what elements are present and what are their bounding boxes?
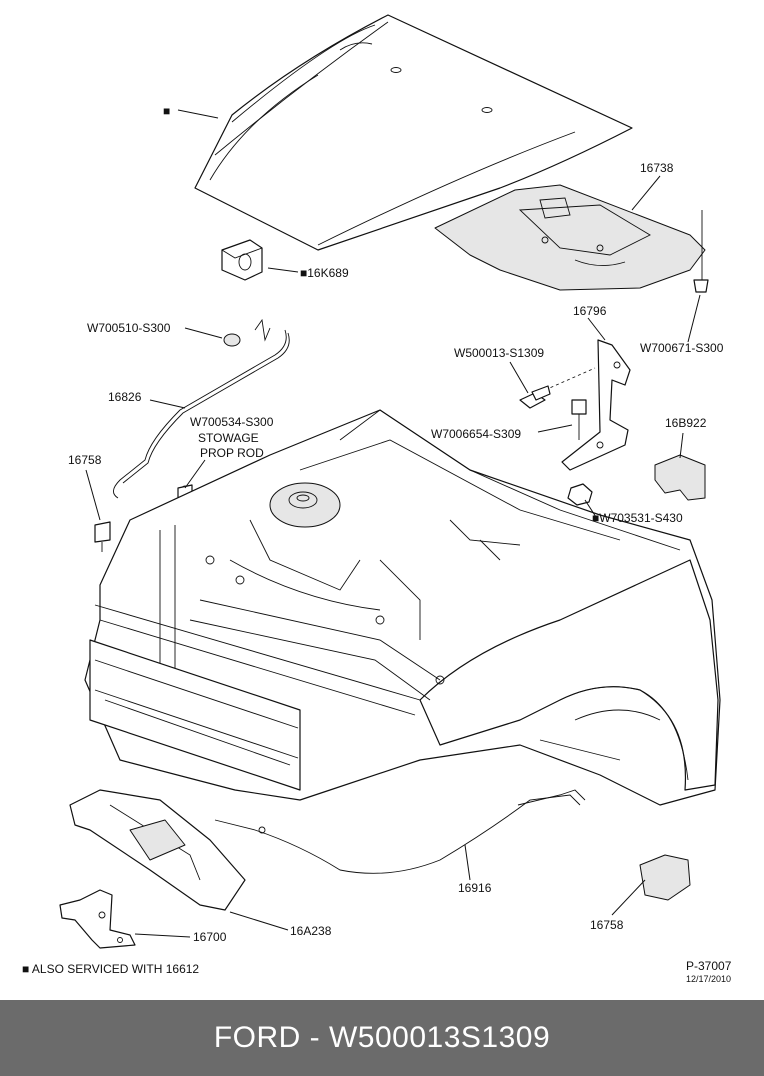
label-16738: 16738 bbox=[640, 161, 674, 175]
deflector-16a238 bbox=[69, 789, 246, 911]
front-body-structure bbox=[84, 409, 721, 806]
latch-16700 bbox=[59, 889, 136, 949]
bumper-16758-right bbox=[639, 854, 691, 901]
label-stowage: STOWAGE bbox=[198, 431, 259, 445]
label-w703531: ■W703531-S430 bbox=[592, 511, 683, 525]
grommet-w700510 bbox=[223, 318, 271, 347]
hood-bumper-16k689 bbox=[221, 239, 263, 281]
drawing-number: P-37007 bbox=[686, 959, 732, 973]
label-16826: 16826 bbox=[108, 390, 142, 404]
label-w700534: W700534-S300 bbox=[190, 415, 274, 429]
label-prop-rod: PROP ROD bbox=[200, 446, 264, 460]
label-16700: 16700 bbox=[193, 930, 227, 944]
label-16a238: 16A238 bbox=[290, 924, 332, 938]
label-16758-left: 16758 bbox=[68, 453, 102, 467]
label-16916: 16916 bbox=[458, 881, 492, 895]
part-labels: ■ ■16K689 16738 W700671-S300 W700510-S30… bbox=[68, 104, 724, 944]
hood-hinge-16796 bbox=[544, 339, 631, 471]
footer-banner: FORD - W500013S1309 bbox=[0, 1000, 764, 1076]
label-16796: 16796 bbox=[573, 304, 607, 318]
nut-w703531 bbox=[567, 483, 593, 506]
label-16758-right: 16758 bbox=[590, 918, 624, 932]
cable-16916 bbox=[214, 789, 586, 874]
drawing-date: 12/17/2010 bbox=[686, 974, 731, 984]
leader-lines bbox=[85, 109, 701, 938]
bracket-16b922 bbox=[654, 454, 706, 501]
label-16b922: 16B922 bbox=[665, 416, 707, 430]
label-w7006654: W7006654-S309 bbox=[431, 427, 521, 441]
bumper-16758-left bbox=[94, 521, 111, 552]
label-w700671: W700671-S300 bbox=[640, 341, 724, 355]
hood bbox=[194, 14, 633, 251]
label-16k689: ■16K689 bbox=[300, 266, 349, 280]
label-w700510: W700510-S300 bbox=[87, 321, 171, 335]
footer-title: FORD - W500013S1309 bbox=[213, 1021, 551, 1054]
screw-w700671 bbox=[693, 210, 709, 293]
label-hood-marker: ■ bbox=[163, 104, 170, 118]
parts-diagram: ■ ■16K689 16738 W700671-S300 W700510-S30… bbox=[22, 14, 732, 984]
bolt-w7006654 bbox=[571, 399, 587, 440]
label-w500013: W500013-S1309 bbox=[454, 346, 544, 360]
bolt-w500013 bbox=[519, 385, 551, 409]
hood-insulator-16738 bbox=[434, 184, 706, 291]
also-serviced-note: ■ ALSO SERVICED WITH 16612 bbox=[22, 962, 199, 976]
